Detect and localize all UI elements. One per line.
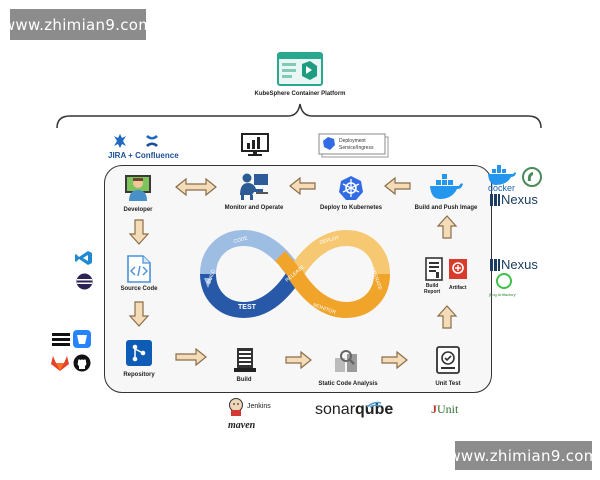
developer-label: Developer	[123, 207, 153, 213]
junit-j-text: J	[431, 402, 437, 416]
unit-test-label: Unit Test	[435, 381, 461, 387]
sonarqube-text: sonarqube	[315, 401, 393, 419]
build-report-icon	[425, 257, 443, 281]
build-push-label: Build and Push Image	[414, 205, 478, 211]
artifact-icon	[449, 259, 467, 279]
arrow-unit-report	[436, 305, 458, 329]
eclipse-icon	[76, 273, 93, 290]
artifact-label: Artifact	[449, 285, 467, 291]
infinity-left-bottom	[200, 269, 302, 319]
build-icon	[234, 348, 256, 372]
jenkins-icon	[229, 398, 243, 416]
developer-icon	[125, 175, 151, 201]
jira-confluence-label: JIRA + Confluence	[108, 151, 179, 160]
watermark-top: www.zhimian9.com	[3, 9, 153, 40]
arrow-report-push	[436, 215, 458, 239]
nexus-top-icon	[490, 194, 500, 206]
bitbucket-icon	[73, 330, 91, 348]
junit-rest-text: Unit	[437, 402, 459, 416]
docker-text: docker	[488, 183, 516, 193]
deploy-label: Deploy to Kubernetes	[319, 205, 383, 211]
nexus-mid-text: Nexus	[501, 257, 538, 272]
watermark-bottom: www.zhimian9.com	[448, 441, 598, 470]
arrow-source-repo	[128, 301, 150, 327]
deployment-box	[318, 133, 389, 158]
platform-title: KubeSphere Container Platform	[254, 91, 346, 97]
build-report-label: Build Report	[424, 283, 441, 295]
jenkins-text: Jenkins	[247, 403, 271, 410]
loop-label-deploy: DEPLOY	[319, 235, 341, 246]
plus-text: +	[128, 151, 133, 160]
sonar-text-b: qube	[355, 401, 394, 418]
loop-label-test: TEST	[238, 304, 257, 311]
arrow-build-static	[285, 350, 312, 370]
unit-test-icon	[436, 346, 460, 374]
arrow-push-deploy	[384, 176, 411, 196]
source-code-label: Source Code	[120, 286, 158, 292]
infinity-arrowhead-1	[204, 278, 212, 288]
monitor-chart-icon	[241, 133, 269, 156]
jfrog-text: jfrog Artifactory	[489, 292, 516, 297]
chef-icon	[522, 167, 542, 187]
docker-icon	[488, 165, 516, 185]
jira-text: JIRA	[108, 151, 126, 160]
sonar-text-a: sonar	[315, 401, 356, 418]
arrow-dev-monitor	[175, 177, 217, 197]
deployment-line2: Service/Ingress	[339, 145, 374, 151]
junit-text: JUnit	[431, 402, 458, 417]
repository-icon	[126, 340, 152, 366]
confluence-icon	[146, 135, 158, 147]
infinity-right-top	[288, 229, 390, 279]
gitlab-icon	[51, 356, 69, 371]
vscode-icon	[75, 251, 92, 265]
docker-whale-icon	[430, 174, 463, 199]
infinity-arrowhead-2	[378, 260, 386, 270]
nexus-mid-icon	[490, 259, 500, 271]
arrow-deploy-monitor	[289, 176, 316, 196]
static-analysis-icon	[335, 350, 357, 372]
monitor-label: Monitor and Operate	[224, 205, 284, 211]
confluence-text: Confluence	[135, 151, 179, 160]
source-code-icon	[127, 255, 151, 283]
kubesphere-platform-icon	[277, 52, 323, 86]
arrow-repo-build	[175, 347, 207, 367]
operator-icon	[240, 173, 268, 200]
jira-icon	[114, 134, 126, 148]
nexus-top-text: Nexus	[501, 192, 538, 207]
github-icon	[73, 354, 91, 372]
loop-label-code: CODE	[233, 235, 249, 245]
build-label: Build	[236, 377, 252, 383]
git-lines-icon	[52, 333, 70, 346]
platform-brace	[56, 103, 542, 129]
kubernetes-icon	[339, 176, 363, 200]
arrow-static-unit	[381, 350, 408, 370]
devops-infinity-loop: CODE PLAN BUILD TEST RELEASE DEPLOY OPER…	[200, 229, 390, 319]
sonarqube-wave-icon	[366, 401, 382, 408]
repository-label: Repository	[123, 372, 155, 378]
static-analysis-label: Static Code Analysis	[318, 381, 378, 387]
maven-text: maven	[228, 420, 256, 431]
jfrog-icon	[496, 273, 512, 289]
deployment-line1: Deployment	[339, 138, 366, 144]
loop-label-build: BUILD	[206, 268, 217, 284]
arrow-dev-source	[128, 219, 150, 245]
